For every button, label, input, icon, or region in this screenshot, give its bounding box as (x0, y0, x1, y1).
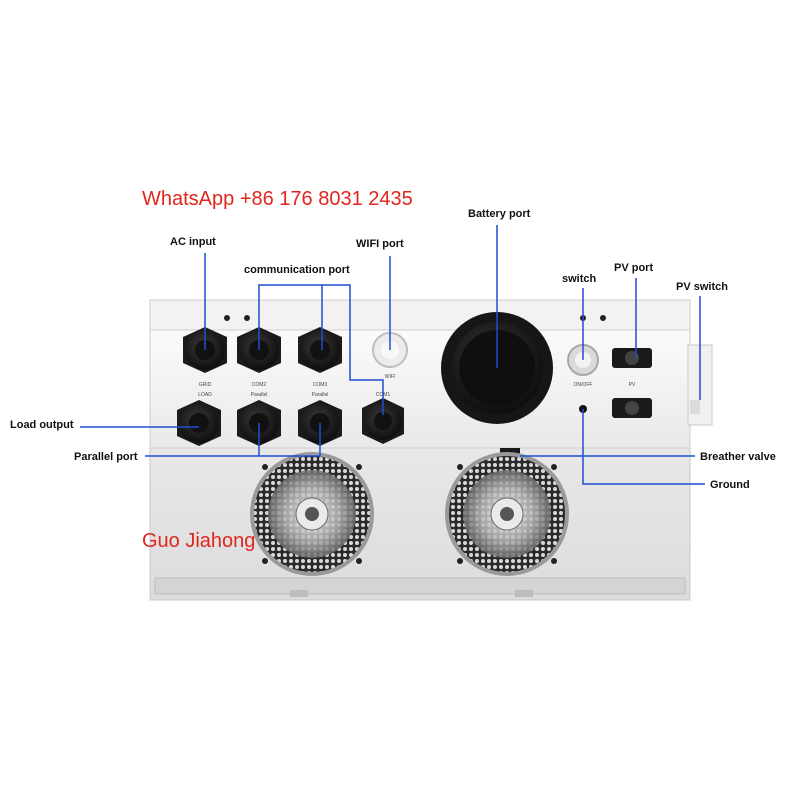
leader-comm-com1 (322, 284, 384, 415)
panel-label-parallel-b: Parallel (312, 392, 329, 398)
panel-top-lip (149, 299, 691, 331)
heatsink-strip (154, 577, 686, 595)
leader-ground (582, 409, 705, 485)
callout-battery-port: Battery port (468, 208, 531, 220)
callout-pv-switch: PV switch (676, 281, 728, 293)
panel-label-wifi: WIFI (385, 374, 396, 380)
panel-label-load: LOAD (198, 392, 212, 398)
callout-wifi-port: WIFI port (356, 238, 404, 250)
cooling-fan-right (445, 452, 569, 576)
gland-com3 (298, 327, 342, 373)
callout-breather-valve: Breather valve (700, 451, 776, 463)
callout-ac-input: AC input (170, 236, 216, 248)
mounting-foot (515, 590, 533, 597)
pv-switch-tab (690, 400, 700, 414)
callout-ground: Ground (710, 479, 750, 491)
screw (600, 315, 606, 321)
cooling-fan-left (250, 452, 374, 576)
callout-parallel-port: Parallel port (74, 451, 138, 463)
panel-label-parallel-a: Parallel (251, 392, 268, 398)
panel-label-onoff: ON/OFF (574, 382, 593, 388)
callout-load-output: Load output (10, 419, 74, 431)
panel-label-com3: COM3 (313, 382, 328, 388)
breather-valve (500, 448, 520, 456)
name-watermark: Guo Jiahong (142, 530, 256, 552)
panel-label-pv: PV (629, 382, 636, 388)
port-panel (149, 329, 691, 449)
screw (224, 315, 230, 321)
panel-label-com2: COM2 (252, 382, 267, 388)
callout-communication-port: communication port (244, 264, 350, 276)
pv-connector-top (612, 348, 652, 368)
pv-connector-bottom (612, 398, 652, 418)
gland-load (177, 400, 221, 446)
panel-label-grid: GRID (199, 382, 212, 388)
contact-watermark: WhatsApp +86 176 8031 2435 (142, 188, 413, 210)
leader-comm-com2 (258, 284, 322, 350)
callout-pv-port: PV port (614, 262, 654, 274)
callout-switch: switch (562, 273, 597, 285)
screw (244, 315, 250, 321)
leader-lines (80, 225, 705, 485)
mounting-foot (290, 590, 308, 597)
gland-com1 (362, 398, 404, 444)
